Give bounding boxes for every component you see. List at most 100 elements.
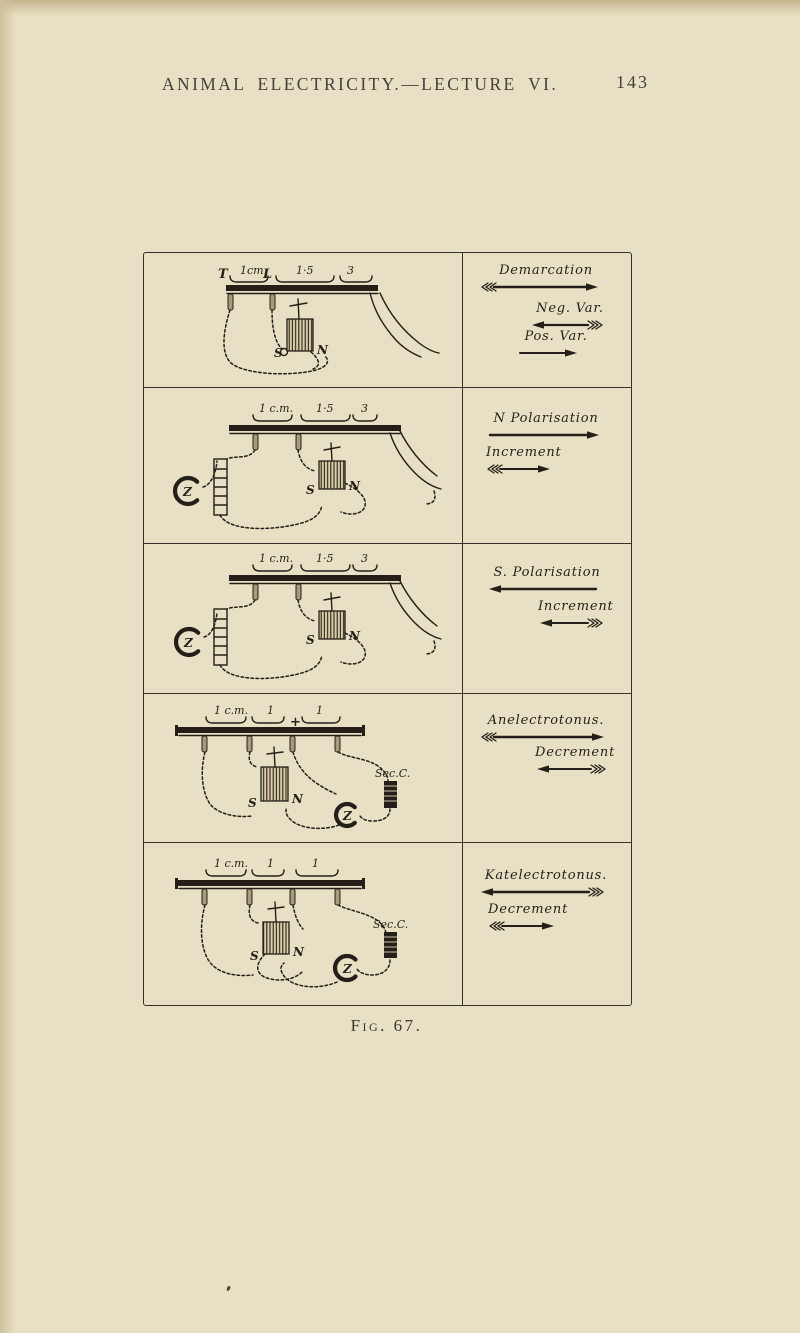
segment-label: 1 <box>267 857 274 870</box>
diagram-cell: 1 c.m. 1·5 3 <box>144 387 462 548</box>
ink-speck <box>226 1285 231 1292</box>
galvanometer-box <box>260 766 289 802</box>
annotation-label: Increment <box>538 599 614 614</box>
nerve-label-l: L <box>262 267 272 282</box>
diagram-cell: 1 c.m. 1 1 <box>144 842 462 1010</box>
row-divider <box>144 387 631 388</box>
segment-label: 1·5 <box>296 264 314 277</box>
annotation-label: Demarcation <box>499 263 593 278</box>
segment-label: 1cm <box>240 264 264 277</box>
page-title: ANIMAL ELECTRICITY.—LECTURE VI. <box>162 74 559 94</box>
arrow-left-feathered-icon <box>537 764 606 774</box>
segment-label: 1 c.m. <box>259 552 293 565</box>
annotation-increment: Increment <box>486 445 561 476</box>
key-ring <box>334 801 357 829</box>
annotation-label: N Polarisation <box>493 411 599 426</box>
galvanometer-box <box>318 460 346 490</box>
figure-row-demarcation: T 1cm L 1·5 3 <box>144 253 631 387</box>
pole-label-n: N <box>316 343 329 357</box>
circuit-wires <box>223 309 329 375</box>
arrow-left-icon <box>489 585 598 593</box>
electrode-pins <box>252 583 302 601</box>
electrode-pins <box>252 433 302 451</box>
key-label-z: Z <box>342 809 353 823</box>
key-ring <box>173 626 201 658</box>
annotation-decrement: Decrement <box>535 745 616 776</box>
segment-label: 3 <box>361 402 368 415</box>
segment-label: 3 <box>347 264 354 277</box>
galvanometer-box <box>262 921 290 955</box>
nerve-diagram-n-polarisation: 1 c.m. 1·5 3 <box>172 402 442 530</box>
annotation-label: Neg. Var. <box>536 301 604 316</box>
electrode-pins <box>201 888 341 906</box>
cross-marker <box>289 298 308 320</box>
label-cell: Katelectrotonus. Decrement <box>462 842 631 1005</box>
galvanometer-box <box>318 610 346 640</box>
segment-label: 1 <box>267 704 274 717</box>
nerve-diagram-demarcation: T 1cm L 1·5 3 <box>218 264 440 375</box>
annotation-demarcation: Demarcation <box>480 263 612 294</box>
circuit-wires <box>203 599 436 680</box>
annotation-decrement: Decrement <box>488 902 568 933</box>
page-edge-shadow-top <box>0 0 800 16</box>
key-label-z: Z <box>182 485 193 499</box>
row-divider <box>144 543 631 544</box>
segment-label: 1 c.m. <box>214 704 248 717</box>
annotation-label: Katelectrotonus. <box>484 868 608 883</box>
circuit-wires <box>200 904 391 988</box>
diagram-cell: T 1cm L 1·5 3 <box>144 253 462 392</box>
anode-plus-sign: + <box>290 715 301 730</box>
segment-label: 1 <box>316 704 323 717</box>
nerve-bar <box>229 575 401 585</box>
segment-label: 1 c.m. <box>259 402 293 415</box>
page-edge-shadow-left <box>0 0 16 1333</box>
annotation-label: Decrement <box>488 902 569 917</box>
label-cell: Demarcation Neg. Var. Pos. Var. <box>462 253 631 387</box>
measure-braces <box>252 564 378 572</box>
nerve-bar <box>229 425 401 435</box>
annotation-label: Pos. Var. <box>524 329 588 344</box>
column-divider <box>462 253 463 1005</box>
annotation-label: Decrement <box>535 745 616 760</box>
segment-label: 3 <box>361 552 368 565</box>
arrow-right-feathered-icon <box>481 732 604 742</box>
galvanometer-box <box>286 318 314 352</box>
annotation-n-polarisation: N Polarisation <box>487 411 605 442</box>
arrow-right-feathered-icon <box>487 464 550 474</box>
cross-marker <box>267 901 285 923</box>
key-ring <box>332 953 358 983</box>
diagram-cell: 1 c.m. 1 + 1 <box>144 693 462 847</box>
figure-row-s-polarisation: 1 c.m. 1·5 3 <box>144 543 631 693</box>
pole-label-s: S <box>248 796 257 810</box>
electrode-pins <box>201 735 341 753</box>
segment-label: 1·5 <box>316 552 334 565</box>
pole-label-s: S <box>274 346 283 360</box>
electrode-pins <box>227 293 276 311</box>
circuit-wires <box>202 449 436 530</box>
measure-braces <box>205 869 339 877</box>
nerve-bar <box>226 285 379 295</box>
row-divider <box>144 693 631 694</box>
annotation-pos-var: Pos. Var. <box>517 329 595 360</box>
annotation-label: S. Polarisation <box>493 565 601 580</box>
pole-label-n: N <box>348 479 361 493</box>
figure-row-anelectrotonus: 1 c.m. 1 + 1 <box>144 693 631 842</box>
nerve-diagram-anelectrotonus: 1 c.m. 1 + 1 <box>175 704 410 830</box>
annotation-anelectrotonus: Anelectrotonus. <box>480 713 612 744</box>
page-number: 143 <box>616 72 649 92</box>
key-label-z: Z <box>183 636 194 650</box>
arrow-left-feathered-icon <box>540 618 603 628</box>
measure-braces <box>205 716 341 724</box>
nerve-diagram-katelectrotonus: 1 c.m. 1 1 <box>175 857 408 988</box>
secondary-coil-label: Sec.C. <box>373 918 408 931</box>
nerve-bar <box>175 878 365 890</box>
pole-label-n: N <box>348 629 361 643</box>
figure-table: T 1cm L 1·5 3 <box>143 252 632 1006</box>
pole-label-s: S <box>306 483 315 497</box>
segment-label: 1 <box>312 857 319 870</box>
pole-label-s: S <box>250 949 259 963</box>
label-cell: N Polarisation Increment <box>462 387 631 543</box>
nerve-diagram-s-polarisation: 1 c.m. 1·5 3 <box>173 552 442 680</box>
circuit-wires <box>201 751 391 830</box>
annotation-neg-var: Neg. Var. <box>530 301 610 332</box>
